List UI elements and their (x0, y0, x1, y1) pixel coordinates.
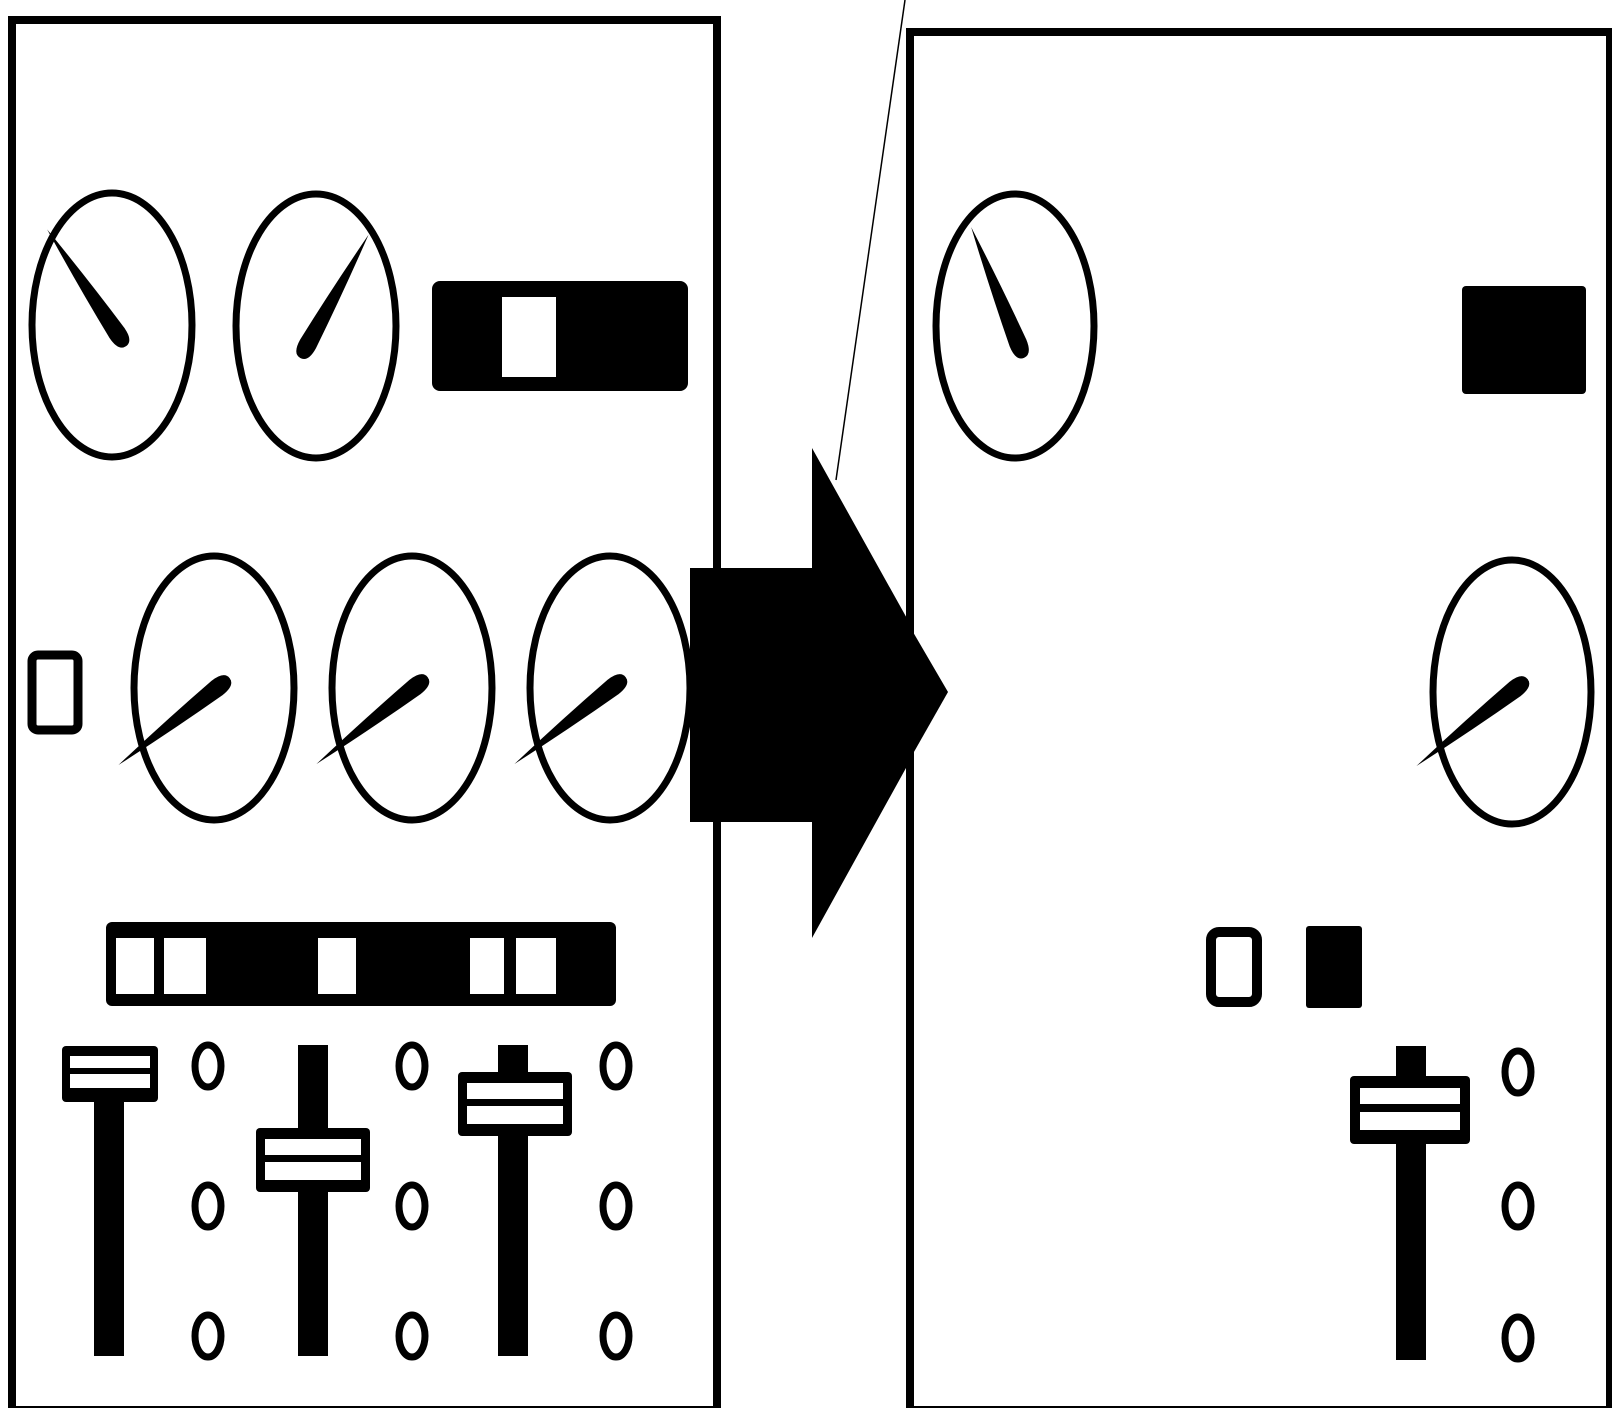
left-slider-1-knob (62, 1046, 158, 1102)
ring-marker (395, 1311, 429, 1361)
right-control-panel (906, 28, 1612, 1408)
ring-marker (395, 1181, 429, 1231)
strip-window (116, 938, 154, 994)
left-indicator-light (27, 650, 83, 735)
ring-marker (1501, 1313, 1535, 1363)
ring-marker (599, 1311, 633, 1361)
ring-marker (1501, 1047, 1535, 1097)
left-control-panel (8, 16, 721, 1408)
right-gauge-1 (932, 190, 1098, 462)
left-switch-bar (432, 281, 688, 391)
right-arrow-icon (690, 448, 948, 938)
right-filled-button (1306, 926, 1362, 1008)
strip-window (516, 938, 556, 994)
left-slider-3-knob (458, 1072, 572, 1136)
ring-marker (1501, 1181, 1535, 1231)
left-gauge-1 (28, 189, 196, 461)
left-ring-markers (191, 1041, 633, 1361)
left-slider-2-knob (256, 1128, 370, 1192)
right-ring-markers (1501, 1047, 1535, 1363)
ring-marker (599, 1181, 633, 1231)
left-gauge-4 (310, 552, 496, 824)
switch-window (502, 297, 556, 377)
ring-marker (191, 1041, 225, 1091)
right-open-button (1206, 927, 1262, 1007)
ring-marker (191, 1181, 225, 1231)
left-gauge-2 (232, 190, 400, 462)
strip-window (164, 938, 206, 994)
ring-marker (395, 1041, 429, 1091)
left-button-strip (106, 922, 616, 1006)
divider-line (835, 0, 906, 481)
strip-window (318, 938, 356, 994)
strip-window (470, 938, 504, 994)
right-slider-knob (1350, 1076, 1470, 1144)
right-gauge-2 (1410, 556, 1595, 828)
right-indicator-block (1462, 286, 1586, 394)
left-gauge-3 (112, 552, 298, 824)
ring-marker (191, 1311, 225, 1361)
ring-marker (599, 1041, 633, 1091)
